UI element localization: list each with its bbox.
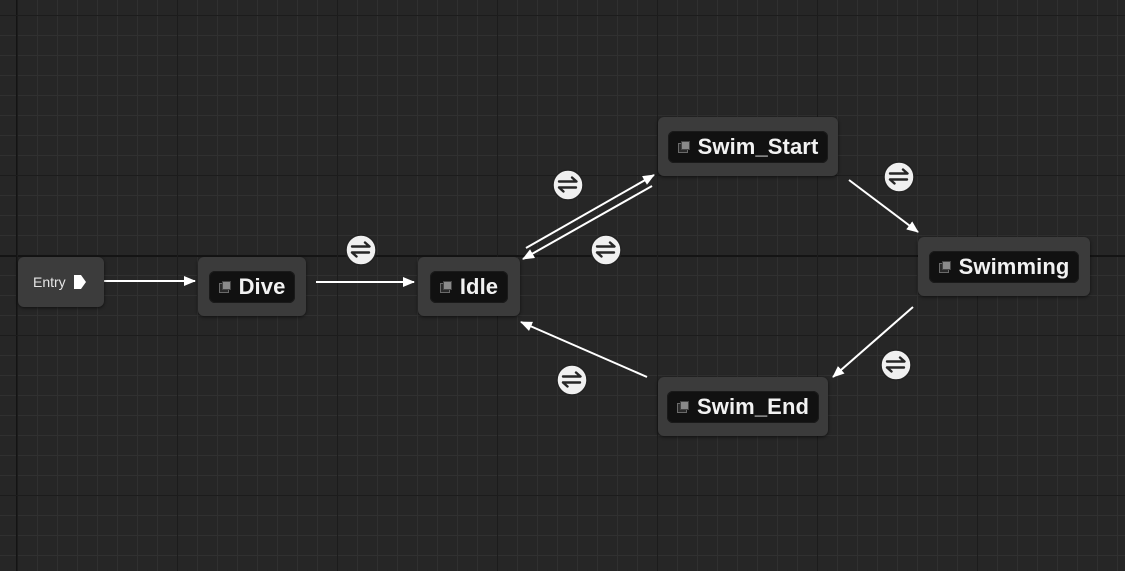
state-node-swim-start[interactable]: Swim_Start bbox=[658, 117, 838, 176]
state-node-icon bbox=[676, 400, 689, 413]
state-label: Swim_Start bbox=[697, 133, 819, 159]
state-title-bar: Swim_Start bbox=[667, 130, 829, 163]
transition-rule-icon[interactable] bbox=[345, 234, 377, 266]
state-node-swimming[interactable]: Swimming bbox=[918, 237, 1090, 296]
transition-rule-icon[interactable] bbox=[552, 169, 584, 201]
edge-swimming-to-swim-end[interactable] bbox=[832, 306, 914, 378]
state-label: Swim_End bbox=[696, 393, 810, 419]
transition-rule-icon[interactable] bbox=[556, 364, 588, 396]
state-node-swim-end[interactable]: Swim_End bbox=[658, 377, 828, 436]
transition-rule-icon[interactable] bbox=[880, 349, 912, 381]
entry-node[interactable]: Entry bbox=[18, 257, 104, 307]
state-label: Dive bbox=[238, 273, 286, 299]
exec-pin-icon[interactable] bbox=[73, 274, 87, 290]
transition-rule-icon[interactable] bbox=[883, 161, 915, 193]
state-title-bar: Dive bbox=[208, 270, 296, 303]
state-node-icon bbox=[677, 140, 690, 153]
state-label: Idle bbox=[459, 273, 499, 299]
state-title-bar: Idle bbox=[429, 270, 509, 303]
edge-swim-start-to-idle[interactable] bbox=[522, 185, 653, 260]
edge-swim-end-to-idle[interactable] bbox=[520, 321, 648, 378]
state-title-bar: Swimming bbox=[928, 250, 1080, 283]
state-node-icon bbox=[938, 260, 951, 273]
state-node-dive[interactable]: Dive bbox=[198, 257, 306, 316]
edge-idle-to-swim-start[interactable] bbox=[525, 174, 655, 249]
state-node-icon bbox=[218, 280, 231, 293]
state-node-icon bbox=[439, 280, 452, 293]
edge-swim-start-to-swimming[interactable] bbox=[848, 179, 919, 233]
state-node-idle[interactable]: Idle bbox=[418, 257, 520, 316]
state-label: Swimming bbox=[958, 253, 1070, 279]
state-title-bar: Swim_End bbox=[666, 390, 820, 423]
transition-rule-icon[interactable] bbox=[590, 234, 622, 266]
entry-label: Entry bbox=[33, 274, 66, 290]
